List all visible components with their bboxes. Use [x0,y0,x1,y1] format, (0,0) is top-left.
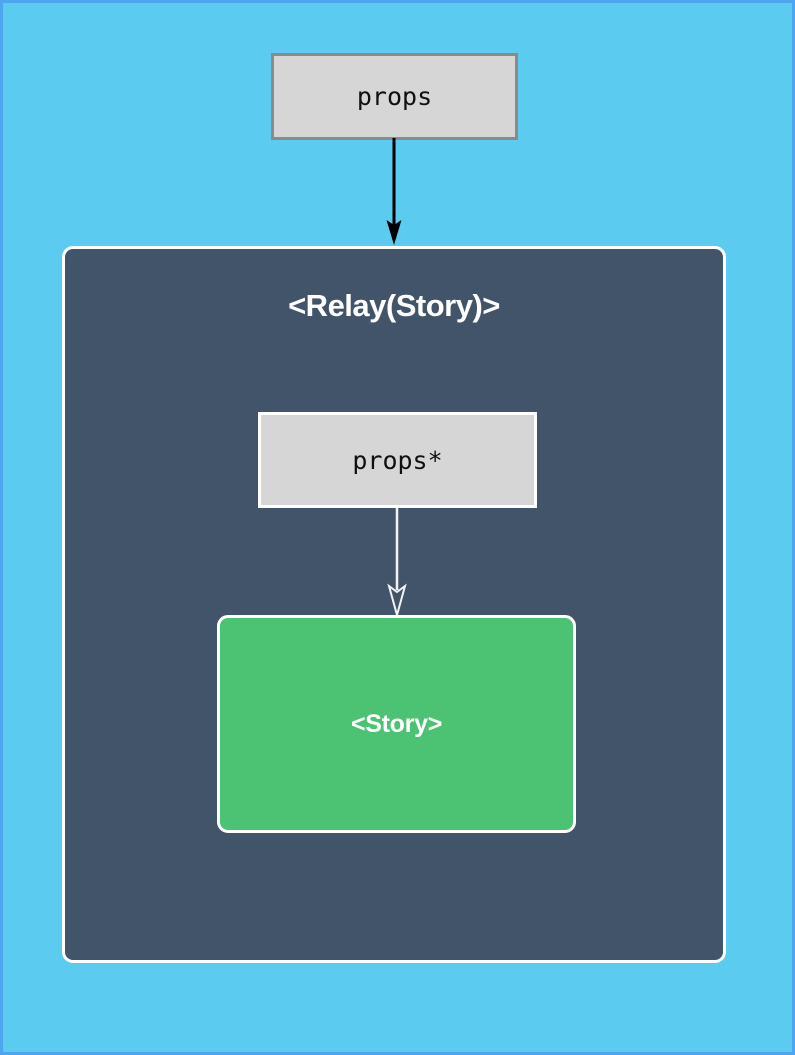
relay-container-title: <Relay(Story)> [288,288,500,323]
node-props-outer-label: props [356,82,433,111]
edge-props-to-relay-arrow [386,138,402,245]
node-story: <Story> [217,615,576,833]
node-props-inner-label: props* [352,445,443,475]
edge-inner-props-to-story-arrow [387,508,407,616]
node-props-inner: props* [258,412,537,508]
node-story-label: <Story> [350,709,442,738]
node-relay-container: <Relay(Story)> props* <Story> [62,246,726,963]
node-props-outer: props [271,53,518,140]
